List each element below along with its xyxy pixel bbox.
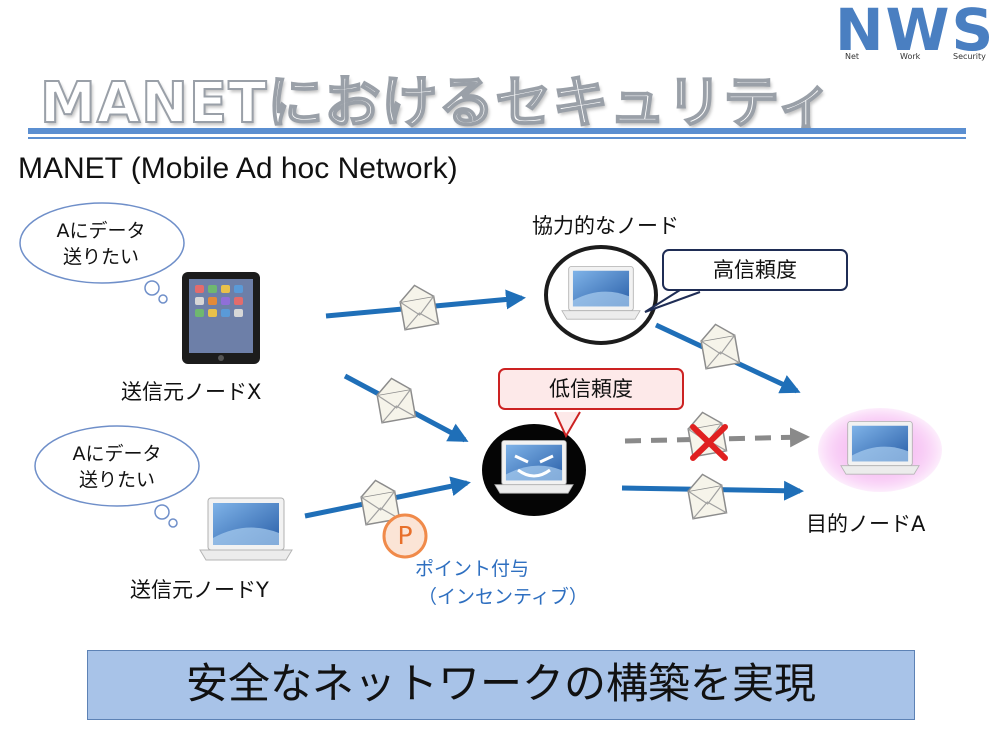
label-source-y: 送信元ノードY — [130, 578, 269, 602]
title-rule-thin — [28, 137, 966, 139]
envelope-icon — [396, 281, 440, 331]
cooperative-node — [544, 245, 658, 345]
target-node — [818, 408, 942, 492]
point-badge-letter: P — [397, 521, 413, 550]
cloud-x-line1: Aにデータ — [56, 220, 146, 242]
laptop-icon-source-y — [199, 497, 293, 561]
envelope-icon — [373, 374, 417, 424]
tablet-icon — [182, 272, 260, 364]
cloud-x-line2: 送りたい — [62, 246, 139, 268]
thought-cloud-y — [34, 425, 200, 528]
label-target: 目的ノードA — [806, 512, 926, 536]
high-trust-tail — [644, 289, 701, 313]
incentive-line2: （インセンティブ） — [418, 586, 588, 608]
thought-cloud-x — [19, 202, 185, 304]
callout-high-trust: 高信頼度 — [662, 249, 848, 291]
conclusion-banner: 安全なネットワークの構築を実現 — [87, 650, 915, 720]
cloud-y-line1: Aにデータ — [72, 443, 162, 465]
logo-word-work: Work — [900, 52, 921, 61]
logo-word-net: Net — [845, 52, 860, 61]
logo-letters: NWS — [835, 0, 996, 64]
callout-low-trust: 低信頼度 — [498, 368, 684, 410]
incentive-line1: ポイント付与 — [415, 558, 530, 580]
nws-logo: NWS Net Work Security — [835, 0, 995, 68]
slide-title: MANETにおけるセキュリティ — [39, 70, 835, 137]
cross-icon — [690, 424, 728, 461]
cloud-text-x: Aにデータ 送りたい — [36, 218, 166, 270]
envelope-icon — [684, 470, 728, 520]
envelope-icon — [697, 320, 741, 370]
point-badge-icon — [382, 513, 428, 559]
label-source-x: 送信元ノードX — [121, 380, 262, 404]
title-rule-thick — [28, 128, 966, 134]
logo-word-security: Security — [953, 52, 986, 61]
label-cooperative: 協力的なノード — [532, 214, 679, 238]
subtitle: MANET (Mobile Ad hoc Network) — [18, 152, 458, 185]
malicious-node — [482, 424, 586, 516]
low-trust-tail — [554, 411, 581, 439]
cloud-text-y: Aにデータ 送りたい — [52, 441, 182, 493]
cloud-y-line2: 送りたい — [78, 469, 155, 491]
